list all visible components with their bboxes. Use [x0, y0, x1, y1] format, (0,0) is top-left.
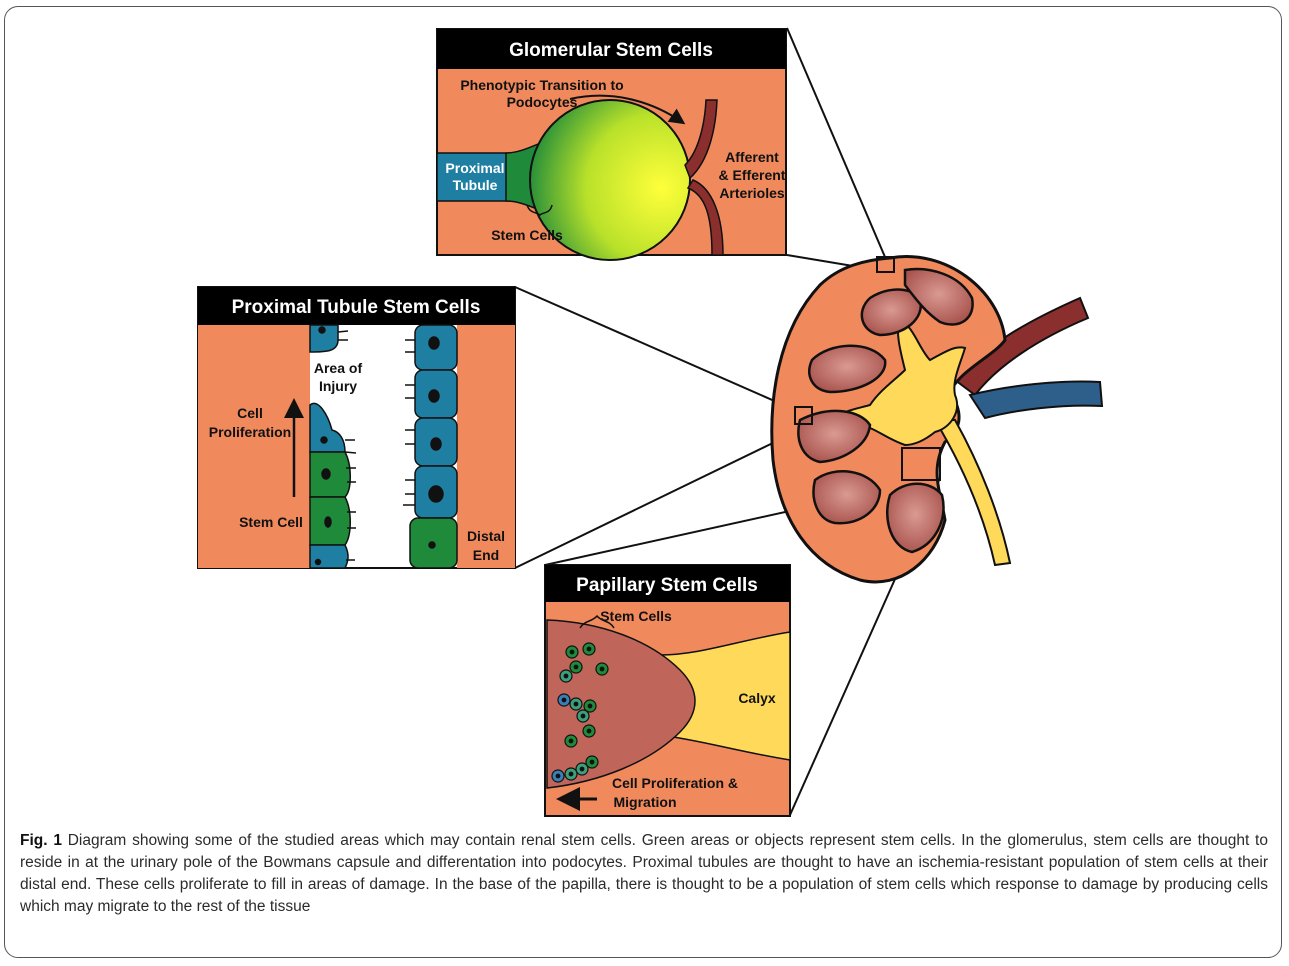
- migration-label-2: Migration: [614, 794, 677, 810]
- glomerular-stem-cells-label: Stem Cells: [491, 227, 563, 243]
- glomerular-title: Glomerular Stem Cells: [509, 40, 713, 61]
- renal-vein: [970, 382, 1102, 418]
- kidney: [772, 257, 1102, 582]
- proliferation-label-2: Proliferation: [209, 424, 291, 440]
- distal-end-label-1: Distal: [467, 528, 505, 544]
- migration-label-1: Cell Proliferation &: [612, 775, 738, 791]
- calyx-label: Calyx: [738, 690, 776, 706]
- renal-stem-cell-diagram: Glomerular Stem Cells Phenotypic Transit…: [0, 0, 1289, 830]
- injury-label-1: Area of: [314, 360, 363, 376]
- figure-caption: Fig. 1 Diagram showing some of the studi…: [20, 830, 1268, 918]
- papillary-title: Papillary Stem Cells: [576, 575, 758, 596]
- arterioles-label-2: & Efferent: [719, 167, 786, 183]
- proximal-tubule-label-2: Tubule: [453, 177, 498, 193]
- glomerular-panel: Glomerular Stem Cells Phenotypic Transit…: [437, 29, 786, 260]
- figure-caption-text: Diagram showing some of the studied area…: [20, 832, 1268, 915]
- proximal-tubule-label-1: Proximal: [445, 160, 504, 176]
- stem-cell-label: Stem Cell: [239, 514, 303, 530]
- figure-label: Fig. 1: [20, 832, 62, 849]
- proximal-tubule-panel: Proximal Tubule Stem Cells: [198, 287, 515, 568]
- injury-label-2: Injury: [319, 378, 357, 394]
- transition-label-2: Podocytes: [507, 94, 578, 110]
- arterioles-label-3: Arterioles: [719, 185, 785, 201]
- proximal-title: Proximal Tubule Stem Cells: [232, 297, 481, 318]
- arterioles-label-1: Afferent: [725, 149, 779, 165]
- proliferation-label-1: Cell: [237, 405, 263, 421]
- transition-label-1: Phenotypic Transition to: [460, 77, 623, 93]
- distal-end-label-2: End: [473, 547, 499, 563]
- papillary-panel: Papillary Stem Cells Stem Cells Calyx Ce…: [545, 565, 790, 816]
- papillary-stem-cells-label: Stem Cells: [600, 608, 672, 624]
